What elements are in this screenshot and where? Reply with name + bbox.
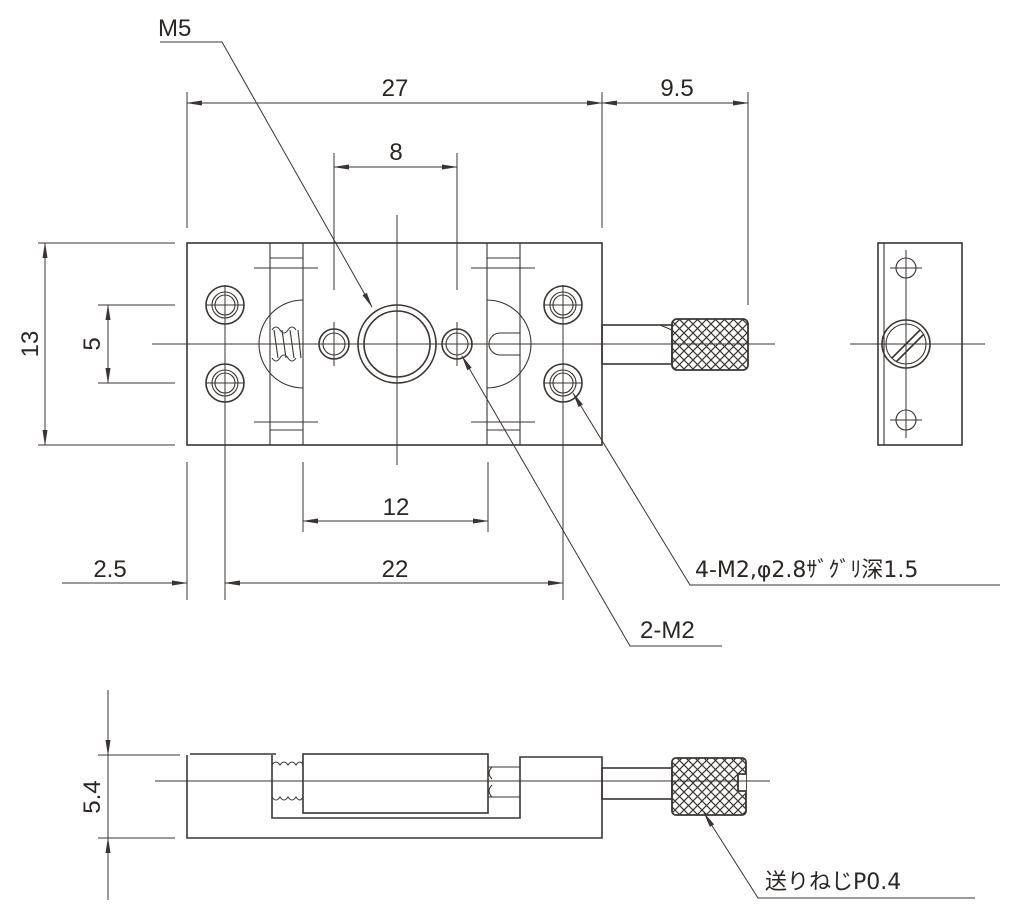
dim-27: 27 bbox=[382, 75, 409, 102]
dim-5-4: 5.4 bbox=[79, 780, 106, 813]
callout-feed-screw: 送りねじP0.4 bbox=[765, 870, 901, 895]
callout-4-m2-counterbore: 4-M2,φ2.8ｻﾞｸﾞﾘ深1.5 bbox=[695, 558, 918, 583]
dim-5: 5 bbox=[79, 337, 106, 350]
top-view bbox=[152, 153, 775, 600]
side-view bbox=[155, 753, 770, 839]
callouts: M5 2-M2 4-M2,φ2.8ｻﾞｸﾞﾘ深1.5 送りねじP0.4 bbox=[158, 15, 1000, 899]
callout-2-m2: 2-M2 bbox=[640, 617, 695, 644]
callout-m5: M5 bbox=[158, 15, 191, 42]
dimensions: 27 9.5 8 13 5 12 2.5 22 5.4 bbox=[17, 75, 749, 900]
dim-8: 8 bbox=[389, 139, 402, 166]
dim-22: 22 bbox=[382, 556, 409, 583]
dim-2-5: 2.5 bbox=[93, 556, 126, 583]
dim-9-5: 9.5 bbox=[660, 75, 693, 102]
dim-13: 13 bbox=[17, 331, 44, 358]
end-view bbox=[850, 242, 985, 446]
dim-12: 12 bbox=[383, 494, 410, 521]
